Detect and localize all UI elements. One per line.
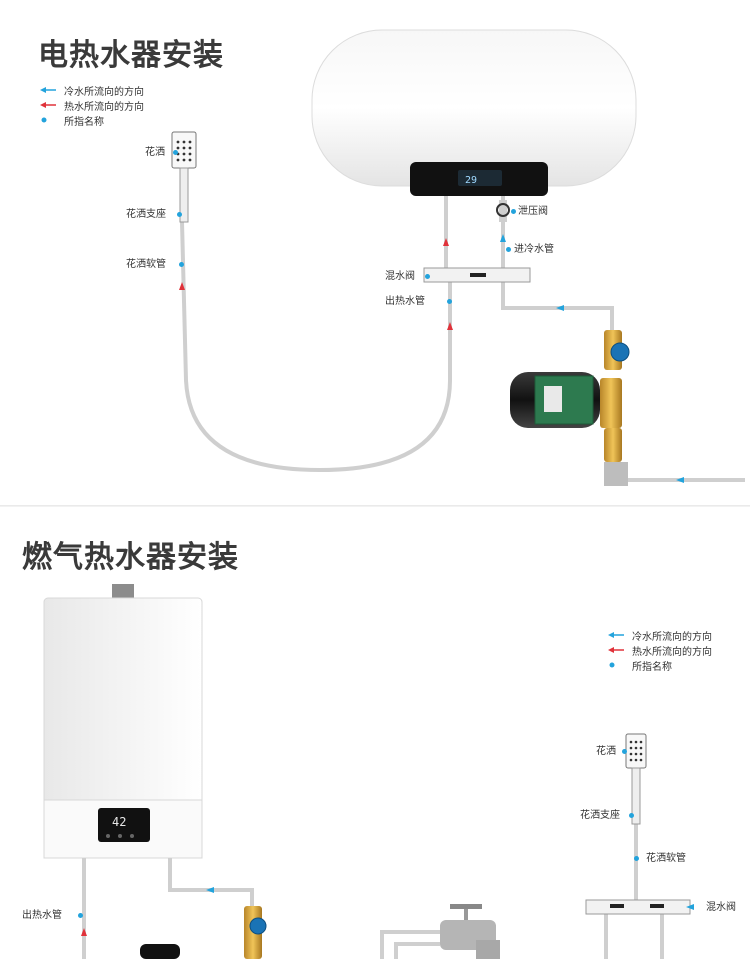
label-shower-head: 花洒 [145, 147, 165, 158]
label-mixing-valve: 混水阀 [385, 271, 415, 282]
legend-hot-label: 热水所流向的方向 [64, 101, 144, 113]
label-shower-hose: 花洒软管 [126, 259, 166, 270]
cold-arrow-icon [38, 86, 58, 94]
legend-cold-label: 冷水所流向的方向 [64, 86, 144, 98]
section2-title: 燃气热水器安装 [22, 540, 239, 575]
label-hot-outlet: 出热水管 [385, 296, 425, 307]
dot2-shower-bracket [629, 813, 634, 818]
legend-named-label: 所指名称 [64, 116, 104, 128]
legend-cold-row: 冷水所流向的方向 [38, 83, 144, 98]
hot-arrow-icon [38, 101, 58, 109]
pipes-section1 [180, 196, 745, 484]
label-shower-bracket: 花洒支座 [126, 209, 166, 220]
legend2-cold-row: 冷水所流向的方向 [606, 628, 712, 643]
label-cold-inlet: 进冷水管 [514, 244, 554, 255]
label2-shower-head: 花洒 [596, 746, 616, 757]
dot-cold-inlet [506, 247, 511, 252]
dot-icon [38, 116, 58, 124]
shower-head [171, 131, 197, 223]
mixing-valve [423, 267, 531, 283]
booster-pump-2 [140, 906, 267, 959]
shower-head-2 [625, 733, 647, 825]
gas-water-heater: 42 [43, 584, 203, 859]
dot2-hot-outlet [78, 913, 83, 918]
legend2-named-row: 所指名称 [606, 658, 672, 673]
dot2-shower-hose [634, 856, 639, 861]
section1-title: 电热水器安装 [38, 38, 224, 73]
water-heater-tank: 29 [311, 29, 637, 196]
flow-arrows-section2 [81, 887, 694, 936]
dot2-shower-head [622, 749, 627, 754]
label2-shower-hose: 花洒软管 [646, 853, 686, 864]
label-relief-valve: 泄压阀 [518, 206, 548, 217]
relief-valve [496, 200, 510, 222]
electric-heater-diagram: 29 [171, 29, 745, 486]
legend2-hot-label: 热水所流向的方向 [632, 646, 712, 658]
label2-shower-bracket: 花洒支座 [580, 810, 620, 821]
label2-mixing-valve: 混水阀 [706, 902, 736, 913]
mixing-valve-2 [585, 899, 691, 915]
legend2-named-label: 所指名称 [632, 661, 672, 673]
gas-display-value: 42 [112, 815, 126, 829]
faucet [440, 904, 500, 959]
legend2-cold-label: 冷水所流向的方向 [632, 631, 712, 643]
booster-pump [510, 330, 630, 486]
dot-icon [606, 661, 626, 669]
flow-arrows-section1 [179, 234, 684, 483]
pipes-section2 [82, 768, 664, 959]
cold-arrow-icon [606, 631, 626, 639]
dot-shower-head [173, 150, 178, 155]
dot-shower-bracket [177, 212, 182, 217]
label2-hot-outlet: 出热水管 [22, 910, 62, 921]
dot-hot-outlet [447, 299, 452, 304]
dot-relief-valve [511, 209, 516, 214]
legend-named-row: 所指名称 [38, 113, 104, 128]
legend2-hot-row: 热水所流向的方向 [606, 643, 712, 658]
dot-shower-hose [179, 262, 184, 267]
tank-display-value: 29 [465, 175, 477, 186]
hot-arrow-icon [606, 646, 626, 654]
legend-hot-row: 热水所流向的方向 [38, 98, 144, 113]
section-divider [0, 505, 750, 507]
dot-mixing-valve [425, 274, 430, 279]
